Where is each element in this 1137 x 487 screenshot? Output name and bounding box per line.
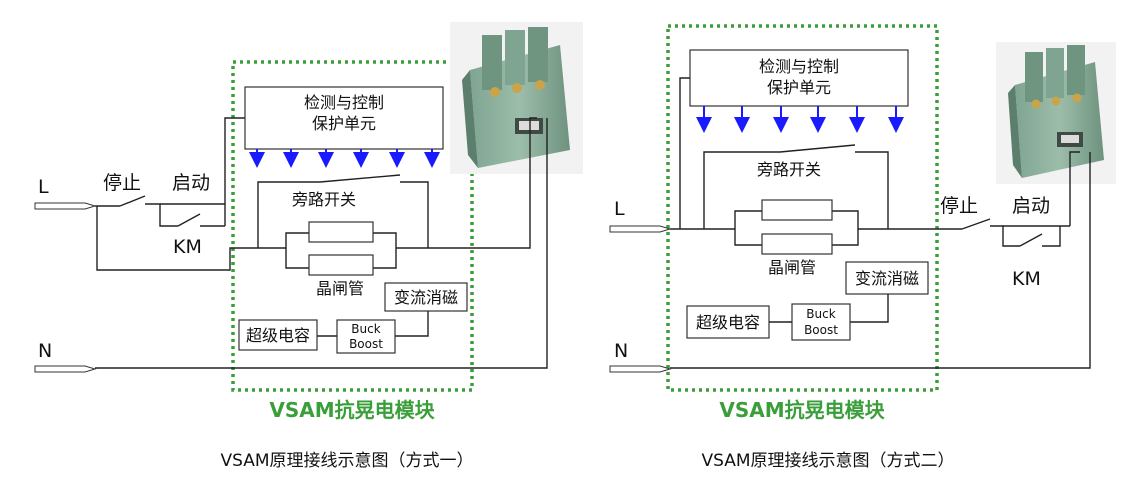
converter-box xyxy=(845,261,929,295)
detect-line-1: 检测与控制 xyxy=(759,57,839,76)
terminal-N-label: N xyxy=(38,340,52,362)
buck-line-1: Buck xyxy=(806,307,835,321)
detect-line-1: 检测与控制 xyxy=(304,93,384,112)
thyristor-label: 晶闸管 xyxy=(768,258,816,277)
detect-line-2: 保护单元 xyxy=(767,78,831,97)
contactor-image xyxy=(996,42,1116,184)
control-arrows xyxy=(249,149,440,168)
terminal-N-label: N xyxy=(614,340,628,362)
vsam-module-border xyxy=(666,24,939,392)
caption-1: VSAM原理接线示意图（方式一） xyxy=(220,451,473,471)
diagram-1: L N 停止 启动 KM 检测与控制 保护单元 旁路 xyxy=(34,22,583,471)
stop-label: 停止 xyxy=(103,172,141,194)
start-label: 启动 xyxy=(1012,195,1050,217)
diagram-2: L N 检测与控制 保护单元 旁路开关 晶闸管 xyxy=(609,24,1116,471)
thyristor-1 xyxy=(761,199,833,221)
buck-line-1: Buck xyxy=(351,322,380,336)
converter-label: 变流消磁 xyxy=(855,269,919,288)
stop-label: 停止 xyxy=(940,195,978,217)
terminal-L-label: L xyxy=(614,198,625,220)
contactor-image xyxy=(450,22,583,174)
detect-control-unit xyxy=(689,49,909,107)
km-label: KM xyxy=(1012,268,1041,290)
thyristor-label: 晶闸管 xyxy=(316,279,364,298)
thyristor-1 xyxy=(308,221,374,243)
km-label: KM xyxy=(173,236,202,258)
caption-2: VSAM原理接线示意图（方式二） xyxy=(701,451,954,471)
buck-line-2: Boost xyxy=(804,323,838,337)
supercap-box xyxy=(238,319,318,351)
bypass-label: 旁路开关 xyxy=(292,190,356,209)
converter-box xyxy=(384,282,468,312)
terminal-L-label: L xyxy=(38,176,49,198)
buck-line-2: Boost xyxy=(349,337,383,351)
bypass-label: 旁路开关 xyxy=(757,160,821,179)
module-title: VSAM抗晃电模块 xyxy=(719,398,885,422)
supercap-label: 超级电容 xyxy=(246,326,310,345)
start-label: 启动 xyxy=(172,172,210,194)
vsam-module-border xyxy=(231,60,474,392)
thyristor-2 xyxy=(761,233,833,255)
detect-control-unit xyxy=(244,86,444,150)
thyristor-2 xyxy=(308,254,374,276)
supercap-label: 超级电容 xyxy=(696,313,760,332)
converter-label: 变流消磁 xyxy=(394,288,458,307)
control-arrows xyxy=(696,106,904,133)
module-title: VSAM抗晃电模块 xyxy=(269,398,435,422)
detect-line-2: 保护单元 xyxy=(312,114,376,133)
buck-boost-box xyxy=(791,303,851,341)
